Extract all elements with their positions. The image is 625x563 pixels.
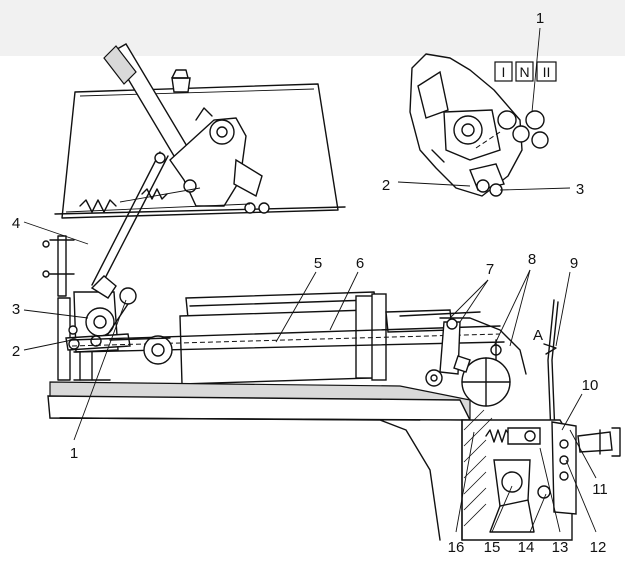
callout-3-inset: 3	[576, 181, 584, 198]
cylinder-assembly	[69, 291, 505, 385]
callout-5: 5	[314, 255, 322, 272]
callout-12: 12	[590, 539, 607, 556]
bellcrank-linkage	[425, 299, 559, 461]
callout-1-inset: 1	[536, 10, 544, 27]
top-gray-band	[0, 0, 625, 56]
callout-6: 6	[356, 255, 364, 272]
gear-label-neutral: N	[519, 64, 529, 80]
gear-label-second: II	[543, 64, 551, 80]
callout-9: 9	[570, 255, 578, 272]
leader-lines	[23, 27, 597, 533]
callout-numbers: 1 2 3 4 3 2 1 5 6 7 8 9 A 10 11 12 13 14…	[12, 10, 608, 556]
gear-label-first: I	[502, 64, 506, 80]
callout-10: 10	[582, 377, 599, 394]
callout-1: 1	[70, 445, 78, 462]
direction-label-a: A	[533, 327, 543, 344]
callout-13: 13	[552, 539, 569, 556]
callout-8: 8	[528, 251, 536, 268]
callout-7: 7	[486, 261, 494, 278]
callout-16: 16	[448, 539, 465, 556]
callout-4: 4	[12, 215, 20, 232]
gear-position-labels: I N II	[494, 61, 557, 82]
lower-lever-bracket	[42, 235, 137, 381]
cabin-lever-assembly	[54, 43, 346, 289]
callout-14: 14	[518, 539, 535, 556]
callout-3: 3	[12, 301, 20, 318]
callout-2-inset: 2	[382, 177, 390, 194]
callout-2: 2	[12, 343, 20, 360]
housing-base	[47, 381, 621, 541]
callout-11: 11	[592, 481, 608, 498]
gear-position-inset	[409, 53, 549, 197]
callout-15: 15	[484, 539, 501, 556]
